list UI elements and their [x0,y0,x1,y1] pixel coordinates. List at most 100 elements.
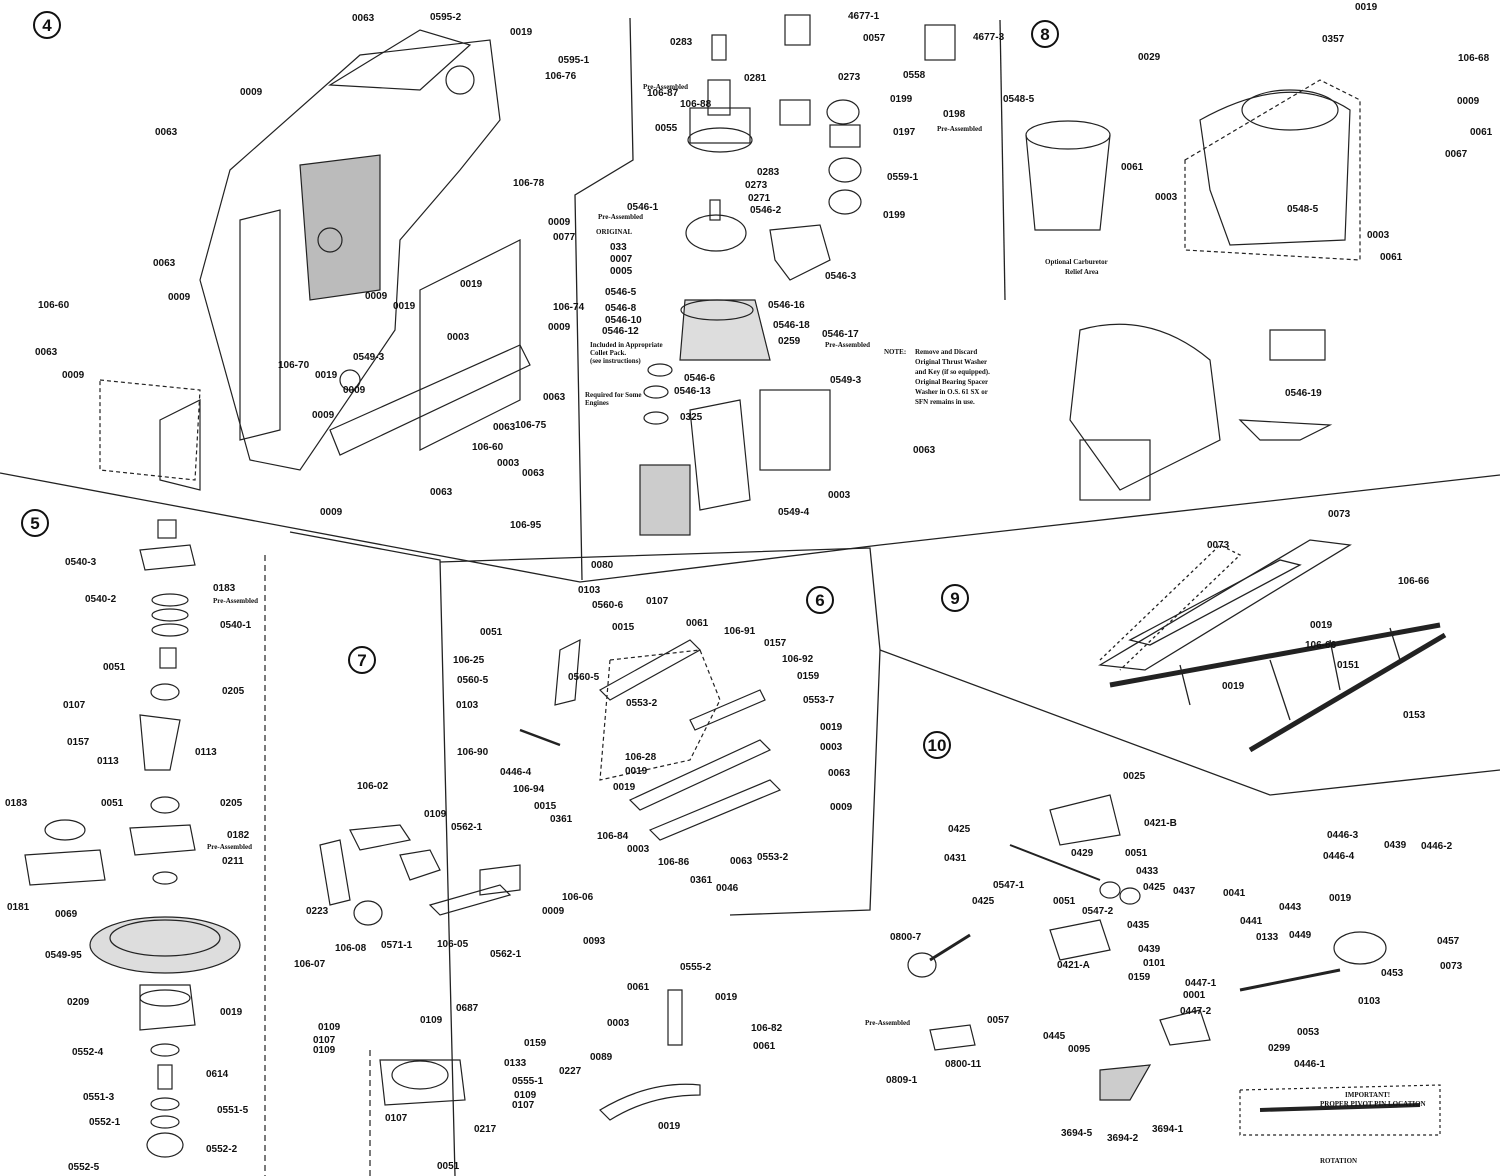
part-label-s5: 0113 [195,747,217,758]
part-label-s6: 0361 [690,875,713,886]
part-label-s5: 0205 [222,686,245,697]
part-label-s7: 0107 [512,1100,535,1111]
part-label-s10: 0800-7 [890,932,922,943]
part-label-s_center: 0325 [680,412,703,423]
note-collet-1: Included in Appropriate [590,341,663,349]
part-label-s10: 0025 [1123,771,1146,782]
part-label-s10: 3694-5 [1061,1128,1093,1139]
part-label-s_center: 0546-6 [684,373,716,384]
part-label-s8: 0003 [1367,230,1390,241]
part-label-s_center: 0546-3 [825,271,857,282]
part-label-s4: 0063 [430,487,453,498]
part-label-s_center: 4677-3 [973,32,1005,43]
part-label-s5: 0552-5 [68,1162,100,1173]
part-label-s_center: 0281 [744,73,767,84]
part-label-s9: 106-66 [1398,576,1430,587]
part-label-s4: 0063 [155,127,178,138]
part-label-s5: 0552-2 [206,1144,238,1155]
part-label-s7: 0562-1 [451,822,483,833]
section-marker-5: 5 [21,509,49,537]
part-label-s6: 0446-4 [500,767,532,778]
mixing-lever-sketch [319,824,701,1176]
part-label-s10: 0809-1 [886,1075,918,1086]
part-label-s7: 0109 [313,1045,336,1056]
part-label-s4: 0009 [548,322,571,333]
part-label-s10: 0299 [1268,1043,1291,1054]
part-label-s_center: 0283 [757,167,780,178]
section-dividers [0,17,1500,1176]
engine-assembly-sketch [639,14,956,536]
section-marker-6: 6 [806,586,834,614]
note-note-6: SFN remains in use. [915,398,975,406]
part-label-s7: 0009 [542,906,565,917]
part-label-s10: 0133 [1256,932,1279,943]
part-label-s_center: 0007 [610,254,633,265]
part-label-s6: 0063 [730,856,753,867]
part-label-s7: 0107 [385,1113,408,1124]
part-label-s7: 0562-1 [490,949,522,960]
part-label-s6: 106-92 [782,654,814,665]
part-label-s9: 0073 [1328,509,1351,520]
part-label-s6: 0015 [534,801,557,812]
part-label-s5: 0211 [222,856,244,867]
part-label-s6: 0051 [480,627,503,638]
part-label-s8: 0003 [1155,192,1178,203]
note-pre-assembled: Pre-Assembled [865,1019,910,1027]
part-label-s6: 0003 [627,844,650,855]
note-note-title: NOTE: [884,348,906,356]
part-label-s8: 0061 [1380,252,1403,263]
note-pre-assembled: Pre-Assembled [598,213,643,221]
part-label-s10: 0095 [1068,1044,1091,1055]
part-label-s7: 0107 [313,1035,336,1046]
part-label-s4: 0019 [315,370,338,381]
part-label-s10: 0449 [1289,930,1312,941]
part-label-s4: 106-78 [513,178,545,189]
part-label-s10: 0101 [1143,958,1166,969]
part-label-s10: 0439 [1138,944,1161,955]
part-label-s5: 0107 [63,700,86,711]
part-label-s10: 0425 [972,896,995,907]
section-marker-8: 8 [1031,20,1059,48]
part-label-s8: 0061 [1470,127,1493,138]
section-number: 7 [357,651,366,670]
part-label-s10: 0547-2 [1082,906,1114,917]
part-label-s_center: 0546-8 [605,303,637,314]
part-label-s10: 0447-2 [1180,1006,1212,1017]
part-label-s7: 0109 [318,1022,341,1033]
part-label-s_center: 0273 [838,72,861,83]
part-label-s9: 0019 [1222,681,1245,692]
part-label-s10: 0001 [1183,990,1206,1001]
part-label-s7: 106-08 [335,943,367,954]
part-label-s6: 0019 [820,722,843,733]
part-label-s6: 0003 [820,742,843,753]
part-label-s4: 0063 [493,422,516,433]
part-label-s4: 0063 [522,468,545,479]
part-label-s6: 106-28 [625,752,657,763]
part-label-s4: 106-76 [545,71,577,82]
part-label-s4: 106-95 [510,520,542,531]
part-label-s8: 106-68 [1458,53,1490,64]
part-label-s_center: 0546-18 [773,320,810,331]
diagram-notes: Pre-AssembledPre-AssembledPre-AssembledP… [207,83,1426,1165]
section-number: 5 [30,514,39,533]
part-label-s6: 0553-7 [803,695,835,706]
part-label-s10: 0446-4 [1323,851,1355,862]
part-label-s6: 0103 [578,585,601,596]
part-label-s10: 0051 [1125,848,1148,859]
part-label-s6: 0553-2 [626,698,658,709]
part-label-s5: 0051 [103,662,126,673]
part-label-s7: 0109 [514,1090,537,1101]
note-note-4: Original Bearing Spacer [915,378,988,386]
part-label-s_center: 0546-10 [605,315,642,326]
part-label-s10: 0446-1 [1294,1059,1326,1070]
part-label-s4: 0009 [240,87,263,98]
part-label-s_center: 0057 [863,33,886,44]
part-label-s9: 106-66 [1305,640,1337,651]
note-pre-assembled: Pre-Assembled [643,83,688,91]
part-label-s5: 0552-4 [72,1047,104,1058]
part-label-s4: 0019 [510,27,533,38]
part-label-s10: 0445 [1043,1031,1066,1042]
tail-rotor-sketch [907,794,1441,1136]
